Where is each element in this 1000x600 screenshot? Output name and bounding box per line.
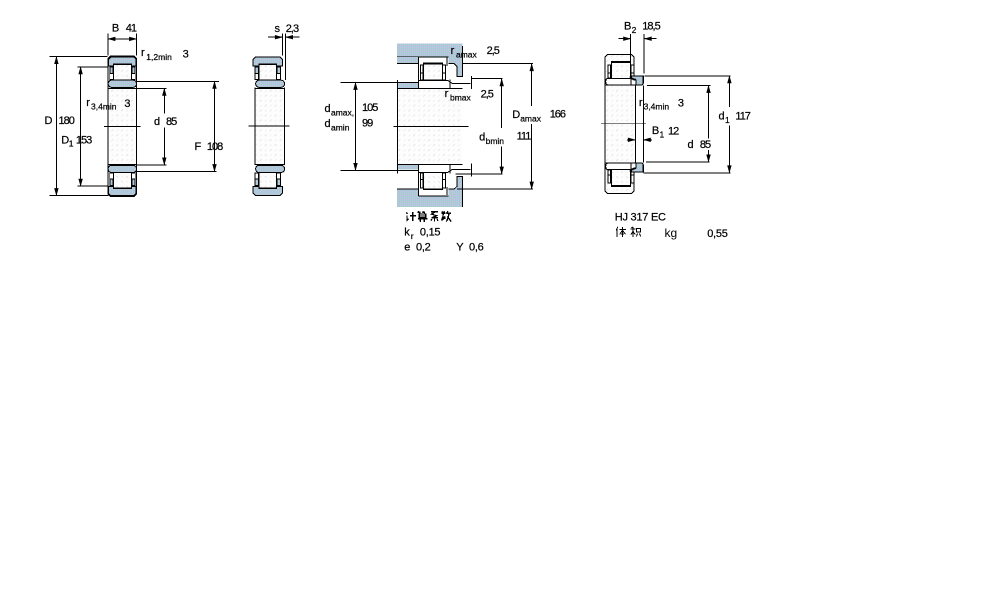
svg-text:153: 153 [76, 134, 92, 146]
svg-text:r: r [445, 88, 449, 100]
svg-text:d: d [154, 116, 160, 128]
svg-text:D: D [45, 115, 53, 127]
svg-text:0,6: 0,6 [469, 242, 484, 254]
svg-text:amax: amax [456, 49, 478, 59]
svg-text:HJ 317 EC: HJ 317 EC [615, 212, 666, 224]
svg-text:d: d [325, 103, 331, 115]
svg-text:1,2min: 1,2min [146, 52, 172, 62]
svg-text:99: 99 [362, 117, 373, 129]
svg-text:bmax: bmax [450, 92, 472, 102]
svg-text:1: 1 [725, 115, 730, 125]
svg-text:3,4min: 3,4min [644, 101, 670, 111]
svg-text:d: d [688, 139, 694, 151]
svg-text:2,5: 2,5 [487, 45, 500, 57]
svg-text:amin: amin [331, 122, 350, 132]
svg-text:1: 1 [69, 139, 74, 149]
svg-text:180: 180 [59, 115, 75, 127]
svg-text:85: 85 [166, 116, 177, 128]
svg-text:B: B [624, 21, 631, 33]
svg-text:r: r [411, 231, 414, 241]
svg-text:r: r [639, 97, 643, 109]
svg-text:e: e [404, 242, 410, 254]
svg-text:0,15: 0,15 [420, 227, 441, 239]
svg-text:amax: amax [520, 113, 542, 123]
svg-text:117: 117 [735, 111, 750, 123]
svg-text:3: 3 [678, 98, 684, 110]
svg-text:108: 108 [207, 141, 223, 153]
svg-text:105: 105 [362, 102, 378, 114]
svg-text:r: r [141, 47, 145, 59]
svg-text:12: 12 [668, 126, 679, 138]
svg-text:s: s [275, 23, 281, 35]
svg-text:bmin: bmin [486, 136, 505, 146]
svg-text:2,3: 2,3 [286, 23, 299, 35]
svg-text:B: B [112, 23, 119, 35]
svg-text:kg: kg [665, 226, 678, 240]
svg-text:2,5: 2,5 [481, 88, 494, 100]
svg-text:F: F [195, 141, 202, 153]
svg-text:d: d [479, 131, 485, 143]
svg-text:D: D [512, 109, 520, 121]
svg-text:d: d [325, 118, 331, 130]
svg-text:85: 85 [700, 139, 711, 151]
svg-text:d: d [719, 111, 725, 123]
svg-text:0,2: 0,2 [416, 242, 431, 254]
svg-text:3: 3 [124, 98, 130, 110]
svg-text:B: B [652, 125, 659, 137]
svg-text:k: k [404, 227, 410, 239]
svg-text:41: 41 [126, 23, 137, 35]
svg-text:r: r [451, 45, 455, 57]
svg-text:111: 111 [517, 131, 532, 143]
svg-text:1: 1 [660, 130, 665, 140]
svg-text:3: 3 [183, 48, 189, 60]
svg-text:3,4min: 3,4min [91, 101, 117, 111]
svg-text:0,55: 0,55 [707, 228, 728, 240]
svg-text:r: r [86, 97, 90, 109]
svg-text:18,5: 18,5 [642, 21, 660, 33]
svg-text:D: D [61, 134, 69, 146]
svg-text:amax,: amax, [331, 107, 354, 117]
svg-text:166: 166 [550, 109, 566, 121]
svg-text:Y: Y [456, 242, 464, 254]
svg-text:2: 2 [632, 25, 637, 35]
